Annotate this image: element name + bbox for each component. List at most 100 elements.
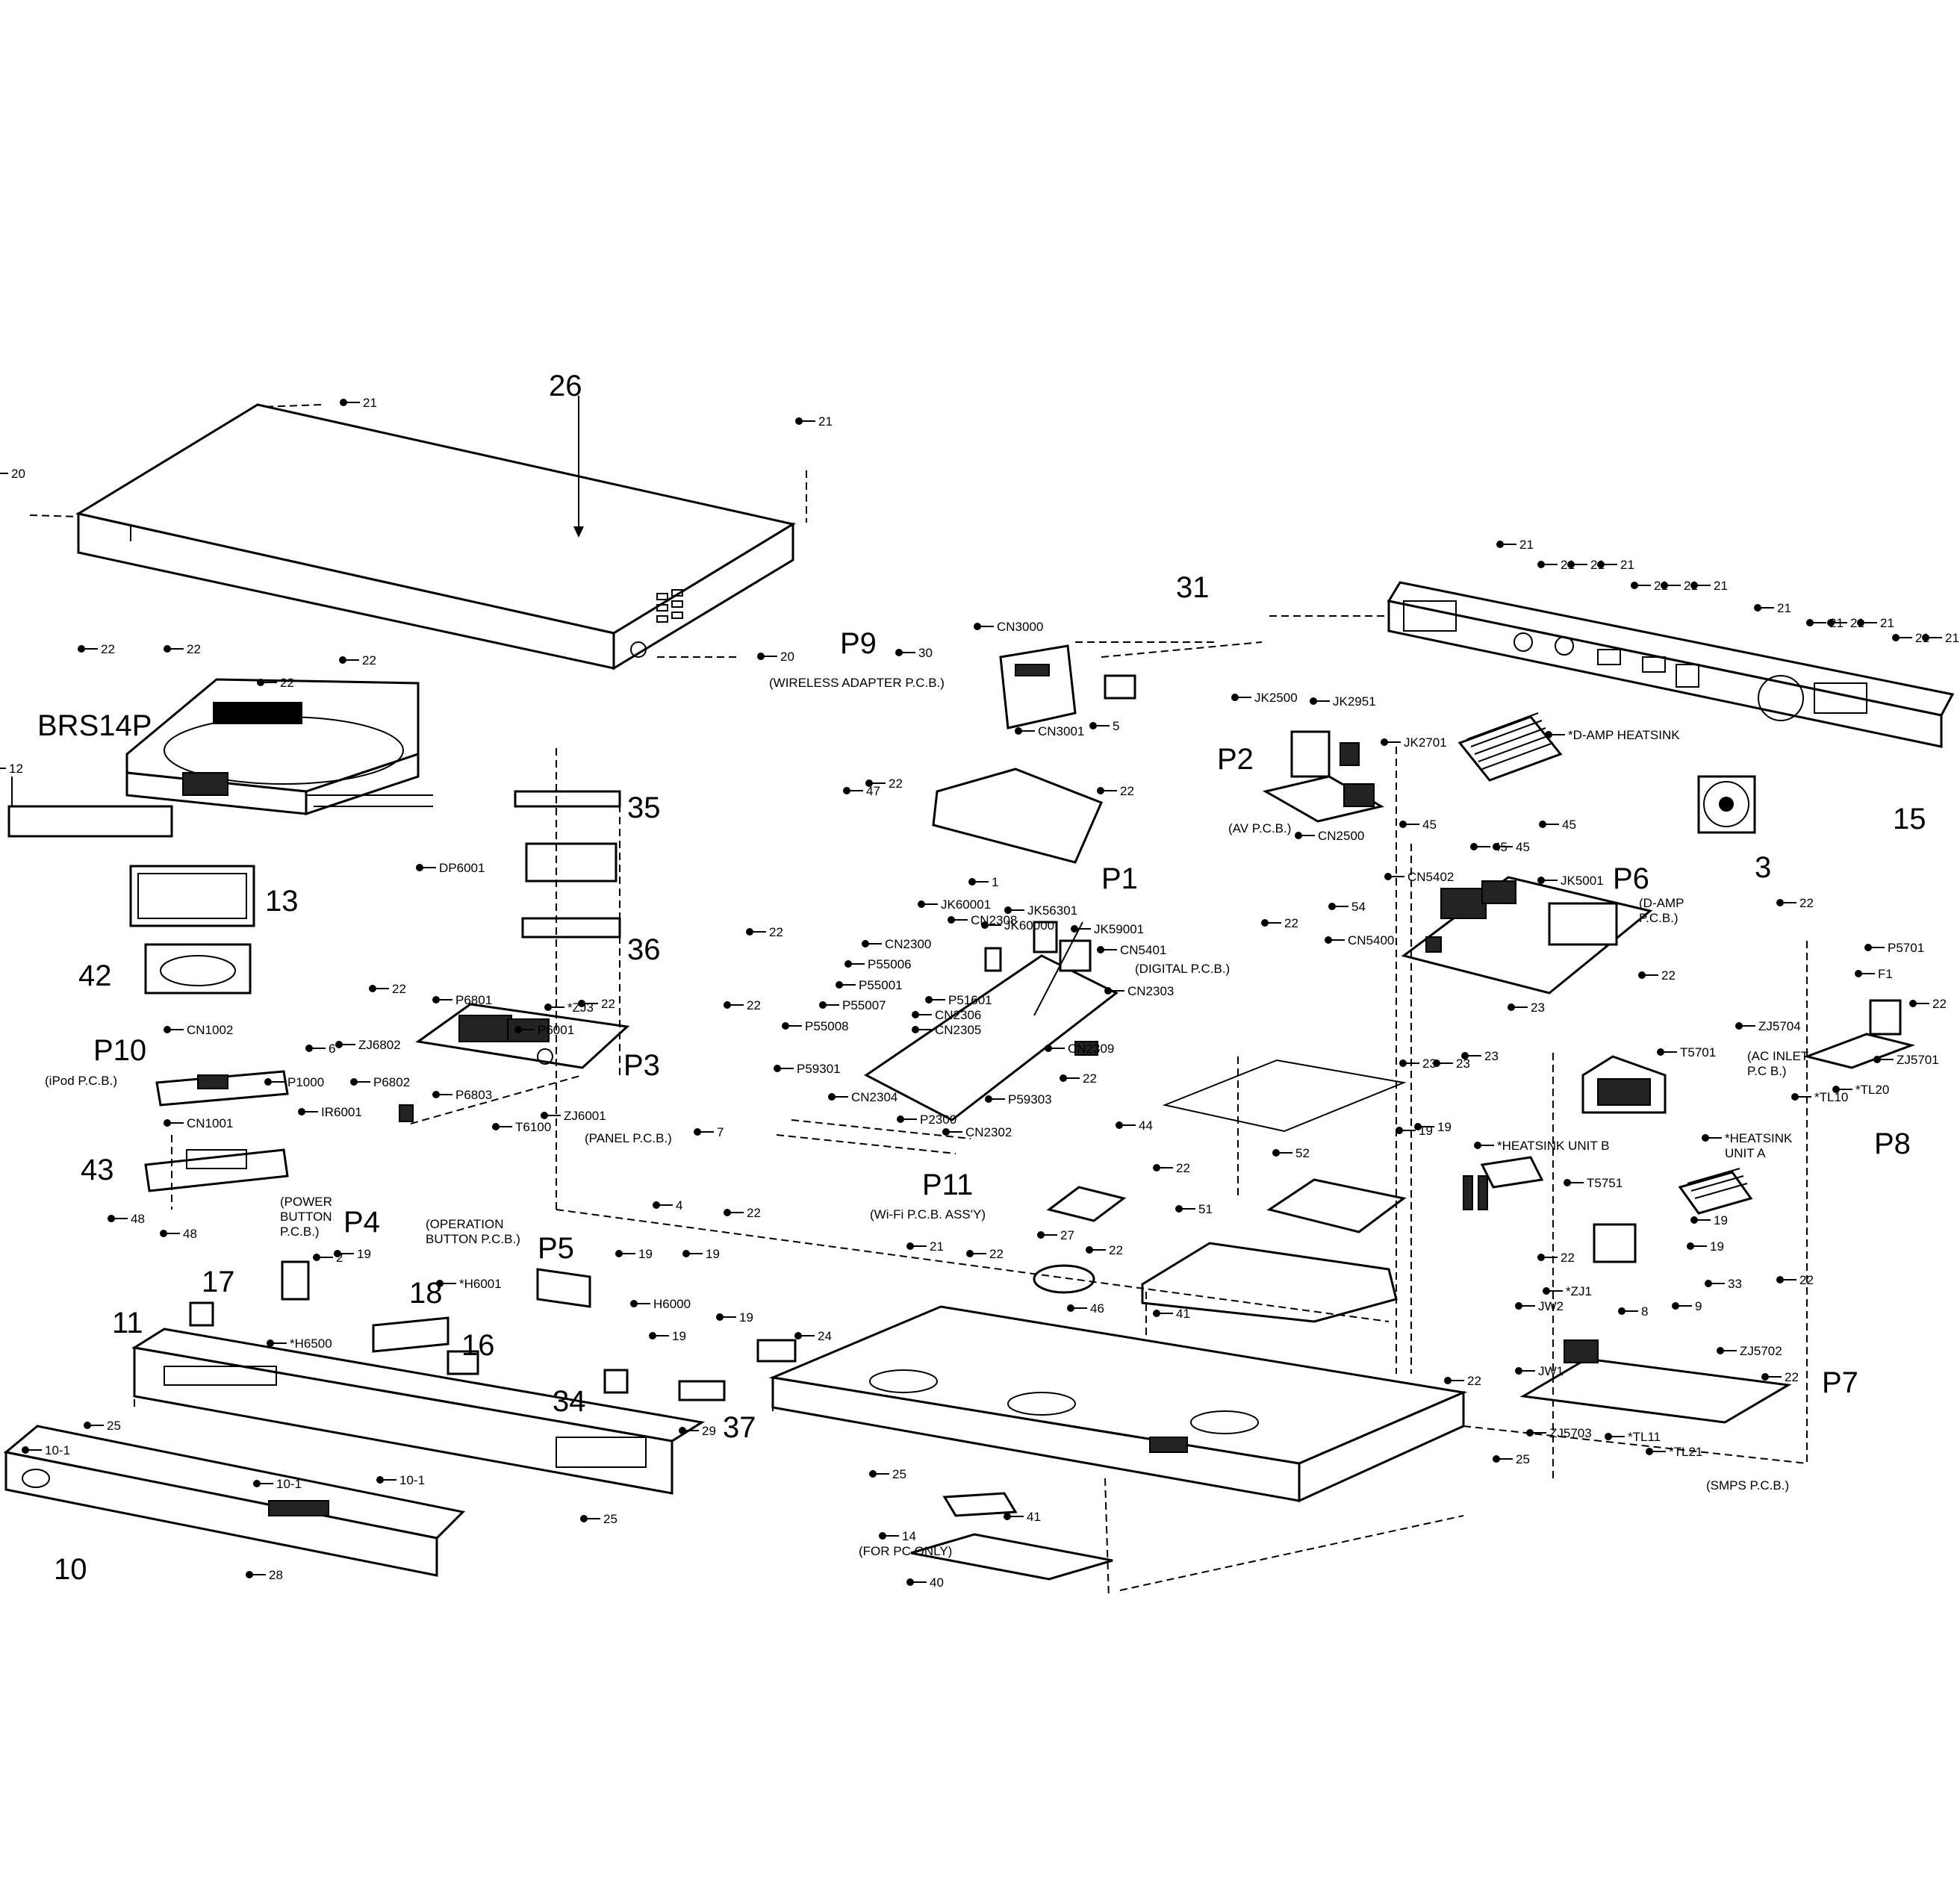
part-label: CN2309 <box>1068 1042 1114 1056</box>
callout-label-3: 3 <box>1755 851 1771 884</box>
part-label: 23 <box>1456 1057 1470 1071</box>
part-label: 22 <box>392 982 406 996</box>
part-label: 22 <box>747 1206 761 1220</box>
screw-icon <box>340 399 347 406</box>
screw-icon <box>1705 1280 1712 1287</box>
screw-icon <box>1153 1164 1160 1171</box>
screw-icon <box>1892 634 1900 641</box>
screw-icon <box>1493 1455 1500 1463</box>
pad-14 <box>942 1492 1018 1517</box>
part-label: 5 <box>1113 719 1119 733</box>
screw-icon <box>1539 821 1546 828</box>
screw-icon <box>492 1123 500 1130</box>
part-label: P5701 <box>1888 941 1924 955</box>
screw-icon <box>843 787 850 794</box>
part-label: CN2308 <box>971 913 1017 927</box>
part-label: *D-AMP HEATSINK <box>1568 728 1680 742</box>
part-label: 19 <box>672 1329 686 1343</box>
screw-icon <box>653 1201 660 1209</box>
screw-icon <box>1097 787 1104 794</box>
part-label: JK60000 <box>1004 918 1054 933</box>
part-label: 21 <box>1945 631 1959 645</box>
power-button-pcb <box>281 1260 310 1301</box>
screw-icon <box>1631 582 1638 589</box>
screw-icon <box>819 1001 827 1009</box>
screw-icon <box>897 1115 904 1123</box>
part-label: (WIRELESS ADAPTER P.C.B.) <box>769 676 945 690</box>
screw-icon <box>1832 1086 1840 1093</box>
screw-icon <box>1310 697 1317 705</box>
part-label: 22 <box>1799 1273 1814 1287</box>
part-label: JK2500 <box>1254 691 1298 705</box>
part-label: 29 <box>702 1424 716 1438</box>
screw-icon <box>974 623 981 630</box>
part-label: (FOR PC ONLY) <box>859 1544 952 1558</box>
screw-icon <box>1909 1000 1917 1007</box>
part-label: JW2 <box>1538 1299 1564 1313</box>
damp-pcb-part <box>1401 876 1653 995</box>
top-cover-part <box>29 396 807 670</box>
screw-icon <box>716 1313 724 1321</box>
screw-icon <box>432 1091 440 1098</box>
screw-icon <box>84 1422 91 1429</box>
callout-label-34: 34 <box>553 1385 586 1418</box>
screw-icon <box>1857 619 1864 626</box>
screw-icon <box>1864 944 1872 951</box>
screw-icon <box>1496 541 1504 548</box>
screw-icon <box>1735 1022 1743 1030</box>
screw-icon <box>1515 1302 1522 1310</box>
part-label: 1 <box>992 875 998 889</box>
screw-icon <box>1261 919 1269 927</box>
heatsink-unit-b <box>1463 1156 1544 1210</box>
screw-icon <box>1015 727 1022 735</box>
part-label: ZJ5701 <box>1897 1053 1939 1067</box>
part-label: P51601 <box>948 993 992 1007</box>
callout-label-p3: P3 <box>623 1049 660 1082</box>
part-label: T5751 <box>1587 1176 1623 1190</box>
part-label: 21 <box>1880 616 1894 630</box>
operation-button-pcb <box>536 1268 591 1308</box>
screw-icon <box>1414 1123 1422 1130</box>
screw-icon <box>339 656 346 664</box>
screw-icon <box>1396 1127 1403 1134</box>
screw-icon <box>1060 1074 1067 1082</box>
part-label: 21 <box>1620 558 1634 572</box>
screw-icon <box>724 1209 731 1216</box>
screw-icon <box>782 1022 789 1030</box>
screw-icon <box>1470 843 1478 850</box>
part-label: 21 <box>1777 601 1791 615</box>
part-label: H6000 <box>653 1297 691 1311</box>
screw-icon <box>1646 1448 1653 1455</box>
callout-label-p8: P8 <box>1874 1127 1911 1160</box>
screw-icon <box>1086 1246 1093 1254</box>
part-label: *H6500 <box>290 1336 332 1351</box>
screw-icon <box>298 1108 305 1115</box>
screw-icon <box>578 1000 585 1007</box>
tray-42 <box>144 943 252 995</box>
screw-icon <box>1922 634 1929 641</box>
part-label: 10-1 <box>45 1443 70 1457</box>
screw-icon <box>1690 1216 1698 1224</box>
screw-icon <box>862 940 869 947</box>
panel-pcb-part <box>399 1003 630 1122</box>
screw-icon <box>795 417 803 425</box>
part-label: 22 <box>1932 997 1947 1011</box>
callout-label-p2: P2 <box>1217 743 1254 776</box>
part-label: 48 <box>131 1212 145 1226</box>
screw-icon <box>985 1095 992 1103</box>
part-label: 52 <box>1295 1146 1310 1160</box>
screw-icon <box>1071 925 1078 933</box>
screw-icon <box>1515 1367 1522 1375</box>
part-label: *HEATSINK UNIT B <box>1497 1139 1610 1153</box>
screw-icon <box>942 1128 950 1136</box>
wifi-pcb-part <box>1033 1186 1127 1294</box>
screw-icon <box>1508 1003 1515 1011</box>
smps-pcb-part <box>1519 1339 1792 1424</box>
screw-icon <box>1153 1310 1160 1317</box>
screw-icon <box>1717 1347 1724 1354</box>
button-17 <box>189 1301 214 1327</box>
screw-icon <box>1037 1231 1045 1239</box>
screw-icon <box>1295 832 1302 839</box>
